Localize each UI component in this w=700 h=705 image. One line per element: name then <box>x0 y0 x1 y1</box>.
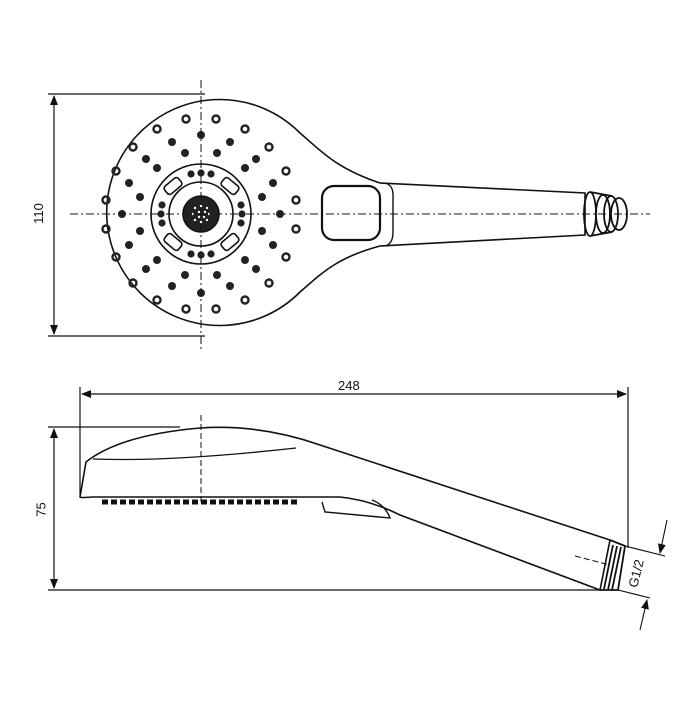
dimension-248 <box>79 387 629 548</box>
centerlines-top <box>70 80 650 350</box>
mode-button <box>320 184 382 242</box>
shower-outline <box>105 98 586 327</box>
dimension-label-75: 75 <box>33 502 49 517</box>
side-outline <box>79 426 611 592</box>
centerlines-side <box>200 415 611 566</box>
dimension-110 <box>48 93 205 337</box>
dimension-label-110: 110 <box>30 203 46 224</box>
slot-jets <box>163 176 240 252</box>
top-view <box>105 98 628 327</box>
dimension-75 <box>48 426 600 591</box>
side-view <box>79 426 627 592</box>
dimension-thread <box>617 519 668 631</box>
dimension-label-248: 248 <box>338 378 360 393</box>
outer-nozzles <box>101 114 301 314</box>
thread-connector-side <box>600 539 627 591</box>
